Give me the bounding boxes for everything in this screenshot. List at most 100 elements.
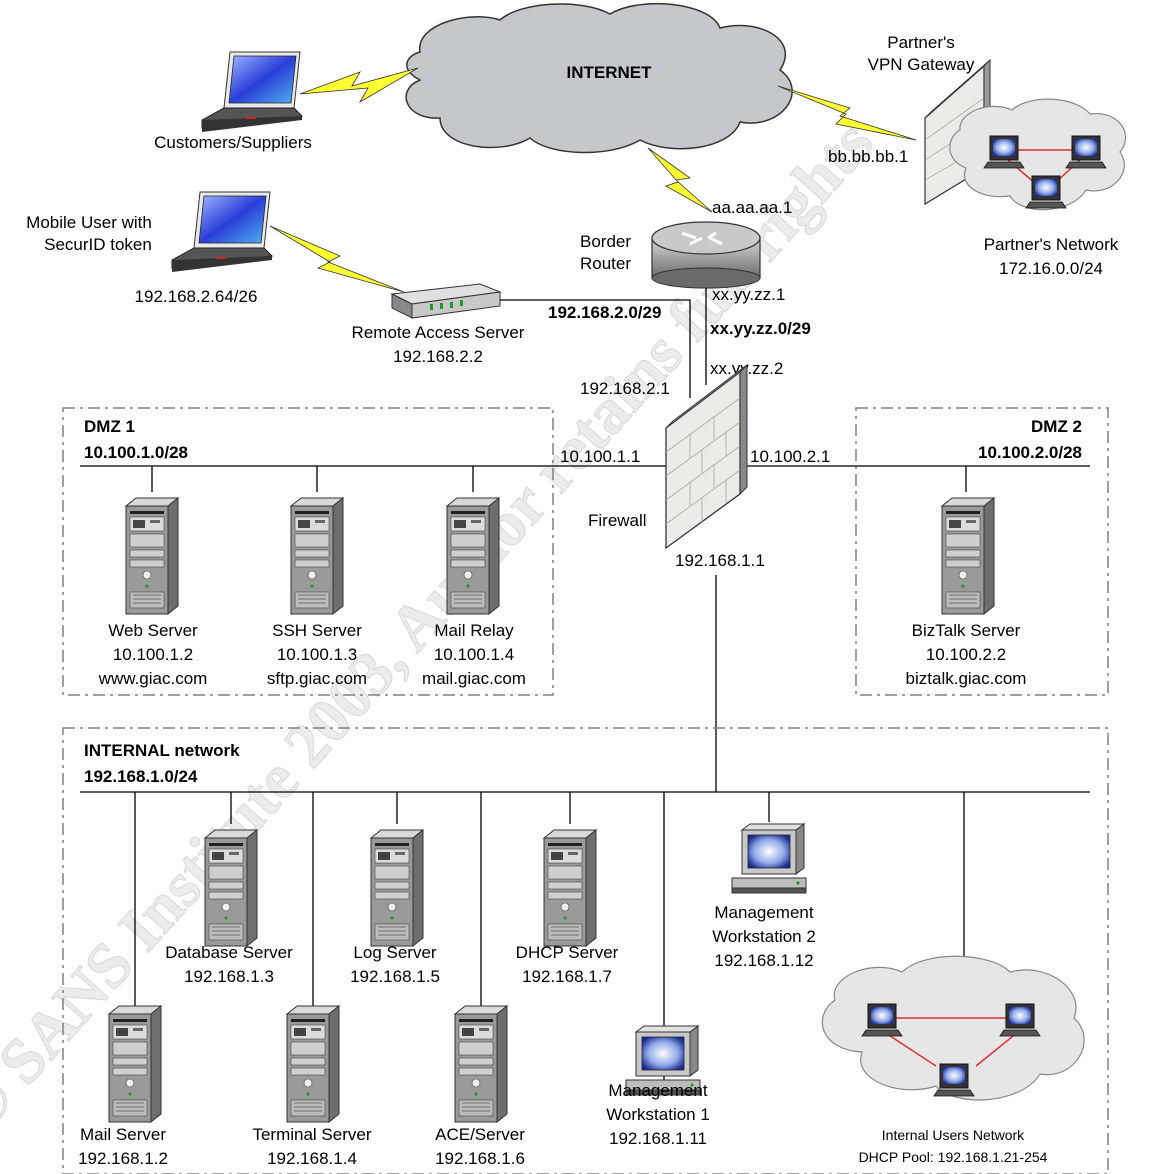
internal-subnet: 192.168.1.0/24 <box>84 767 198 786</box>
partner-net-ip: 172.16.0.0/24 <box>999 259 1103 278</box>
mobile-user: Mobile User with SecurID token 192.168.2… <box>26 191 273 306</box>
fw-dmz2-if: 10.100.2.1 <box>750 447 830 466</box>
outer-subnet: xx.yy.zz.0/29 <box>710 319 811 338</box>
firewall-label: Firewall <box>588 511 647 530</box>
wan-links <box>269 67 917 293</box>
ssh-server-label: SSH Server 10.100.1.3 sftp.giac.com <box>267 621 367 688</box>
partner-network-cloud: Partner's Network 172.16.0.0/24 <box>949 98 1127 278</box>
router-ip-top: aa.aa.aa.1 <box>712 198 792 217</box>
firewall: Firewall <box>588 363 748 550</box>
svg-text:biztalk.giac.com: biztalk.giac.com <box>906 669 1027 688</box>
svg-text:Web Server: Web Server <box>108 621 198 640</box>
svg-text:Management: Management <box>608 1081 708 1100</box>
mail-server-label: Mail Server 192.168.1.2 <box>78 1125 168 1168</box>
firewall-icon <box>665 363 748 550</box>
fw-dmz1-if: 10.100.1.1 <box>560 447 640 466</box>
svg-text:10.100.1.3: 10.100.1.3 <box>277 645 357 664</box>
mobile-ip: 192.168.2.64/26 <box>135 287 258 306</box>
svg-text:Management: Management <box>714 903 814 922</box>
web-server-icon <box>125 497 179 615</box>
laptop-icon <box>201 51 303 133</box>
ras-subnet: 192.168.2.0/29 <box>548 303 661 322</box>
remote-access-server: Remote Access Server 192.168.2.2 192.168… <box>352 283 661 366</box>
fw-ras-if: 192.168.2.1 <box>580 379 670 398</box>
mail-relay-label: Mail Relay 10.100.1.4 mail.giac.com <box>422 621 526 688</box>
users-label-1: Internal Users Network <box>882 1127 1025 1143</box>
internet-cloud: INTERNET <box>405 2 793 154</box>
ras-ip: 192.168.2.2 <box>393 347 483 366</box>
svg-text:Mail Server: Mail Server <box>80 1125 166 1144</box>
svg-text:ACE/Server: ACE/Server <box>435 1125 525 1144</box>
ace-server-icon <box>454 1005 508 1123</box>
biztalk-server-label: BizTalk Server 10.100.2.2 biztalk.giac.c… <box>906 621 1027 688</box>
client-pc-icon <box>983 135 1025 169</box>
client-pc-icon <box>1065 135 1107 169</box>
svg-text:Terminal Server: Terminal Server <box>252 1125 371 1144</box>
laptop-icon <box>171 191 273 273</box>
workstation-icon <box>731 823 807 894</box>
firewall-uplinks <box>500 288 707 398</box>
internal-title: INTERNAL network <box>84 741 240 760</box>
partner-gw-ip: bb.bb.bb.1 <box>828 147 908 166</box>
svg-text:SSH Server: SSH Server <box>272 621 362 640</box>
svg-text:10.100.1.2: 10.100.1.2 <box>113 645 193 664</box>
router-ip-bottom: xx.yy.zz.1 <box>712 285 785 304</box>
mail-server-icon <box>108 1005 162 1123</box>
svg-text:sftp.giac.com: sftp.giac.com <box>267 669 367 688</box>
web-server-label: Web Server 10.100.1.2 www.giac.com <box>98 621 208 688</box>
router-label-2: Router <box>580 254 631 273</box>
log-server-icon <box>370 829 424 947</box>
svg-text:BizTalk Server: BizTalk Server <box>912 621 1021 640</box>
svg-text:192.168.1.7: 192.168.1.7 <box>522 967 612 986</box>
router-label-1: Border <box>580 232 631 251</box>
database-server-label: Database Server 192.168.1.3 <box>165 943 293 986</box>
internal-users-cloud: Internal Users Network DHCP Pool: 192.16… <box>821 955 1085 1165</box>
internal-zone: INTERNAL network 192.168.1.0/24 Database… <box>62 575 1109 1174</box>
users-label-2: DHCP Pool: 192.168.1.21-254 <box>859 1149 1048 1165</box>
customers-laptop: Customers/Suppliers <box>154 51 312 152</box>
biztalk-server-icon <box>941 497 995 615</box>
ssh-server-icon <box>290 497 344 615</box>
svg-text:10.100.2.2: 10.100.2.2 <box>926 645 1006 664</box>
dmz1-title: DMZ 1 <box>84 417 135 436</box>
border-router: aa.aa.aa.1 Border Router xx.yy.zz.1 <box>580 198 792 304</box>
svg-text:192.168.1.11: 192.168.1.11 <box>609 1129 707 1148</box>
svg-text:192.168.1.4: 192.168.1.4 <box>267 1149 357 1168</box>
svg-text:Mail Relay: Mail Relay <box>434 621 514 640</box>
client-pc-icon <box>1025 175 1067 209</box>
terminal-server-label: Terminal Server 192.168.1.4 <box>252 1125 371 1168</box>
ras-label: Remote Access Server <box>352 323 525 342</box>
mobile-label-2: SecurID token <box>44 235 152 254</box>
svg-text:Workstation 2: Workstation 2 <box>712 927 816 946</box>
ace-server-label: ACE/Server 192.168.1.6 <box>435 1125 525 1168</box>
log-server-label: Log Server 192.168.1.5 <box>350 943 440 986</box>
partner-gw-label-1: Partner's <box>887 33 955 52</box>
svg-text:192.168.1.2: 192.168.1.2 <box>78 1149 168 1168</box>
fw-int-if: 192.168.1.1 <box>675 551 765 570</box>
client-pc-icon <box>999 1003 1041 1037</box>
mgmt1-label: Management Workstation 1 192.168.1.11 <box>606 1081 710 1148</box>
database-server-icon <box>204 829 258 947</box>
dmz2-title: DMZ 2 <box>1031 417 1082 436</box>
svg-text:192.168.1.3: 192.168.1.3 <box>184 967 274 986</box>
dmz1-zone: DMZ 1 10.100.1.0/28 Web Server 10.100.1.… <box>62 407 668 696</box>
terminal-server-icon <box>286 1005 340 1123</box>
svg-text:192.168.1.5: 192.168.1.5 <box>350 967 440 986</box>
dhcp-server-label: DHCP Server 192.168.1.7 <box>516 943 619 986</box>
svg-text:mail.giac.com: mail.giac.com <box>422 669 526 688</box>
svg-text:Workstation 1: Workstation 1 <box>606 1105 710 1124</box>
svg-text:DHCP Server: DHCP Server <box>516 943 619 962</box>
mgmt2-label: Management Workstation 2 192.168.1.12 <box>712 903 816 970</box>
svg-text:www.giac.com: www.giac.com <box>98 669 208 688</box>
mail-relay-icon <box>446 497 500 615</box>
svg-text:192.168.1.6: 192.168.1.6 <box>435 1149 525 1168</box>
partner-gw-label-2: VPN Gateway <box>868 55 975 74</box>
svg-text:10.100.1.4: 10.100.1.4 <box>434 645 514 664</box>
dmz1-subnet: 10.100.1.0/28 <box>84 443 188 462</box>
client-pc-icon <box>933 1063 975 1097</box>
dhcp-server-icon <box>543 829 597 947</box>
dmz2-zone: DMZ 2 10.100.2.0/28 BizTalk Server 10.10… <box>744 407 1109 696</box>
internet-label: INTERNET <box>567 63 653 82</box>
dmz2-subnet: 10.100.2.0/28 <box>978 443 1082 462</box>
svg-text:Database Server: Database Server <box>165 943 293 962</box>
